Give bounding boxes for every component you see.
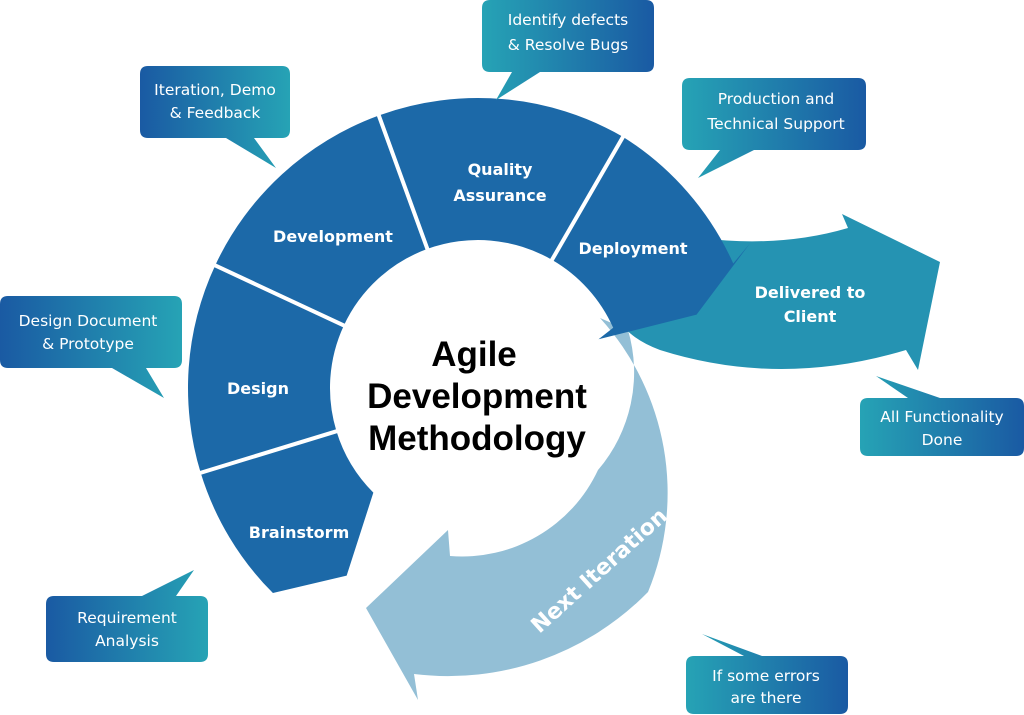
phase-label-development[interactable]: Development [273, 227, 393, 246]
title-line-3: Methodology [368, 419, 586, 458]
callout-some-errors: If some errors are there [686, 634, 848, 714]
callout-production-support: Production and Technical Support [682, 78, 866, 178]
next-iteration-arrow: Next Iteration [366, 318, 673, 700]
callout-all-functionality-line-1: All Functionality [880, 408, 1003, 426]
next-iteration-arrow-shape [366, 318, 668, 700]
phase-segment-design[interactable] [187, 265, 344, 473]
callout-some-errors-line-1: If some errors [712, 667, 820, 685]
phase-divider [549, 134, 626, 263]
phase-segment-development[interactable] [215, 115, 428, 326]
callout-identify-defects: Identify defects & Resolve Bugs [482, 0, 654, 100]
callout-design-document-line-1: Design Document [19, 312, 158, 330]
delivered-label-line-2: Client [784, 307, 837, 326]
callout-production-support-line-1: Production and [718, 90, 835, 108]
callout-iteration-demo-shape [140, 66, 290, 168]
callout-requirement-analysis-line-1: Requirement [77, 609, 177, 627]
phase-segment-quality-assurance[interactable] [378, 97, 623, 260]
callout-iteration-demo: Iteration, Demo & Feedback [140, 66, 290, 168]
callout-some-errors-shape [686, 634, 848, 714]
delivered-label-line-1: Delivered to [755, 283, 866, 302]
phase-divider [376, 112, 430, 252]
callout-all-functionality-shape [860, 376, 1024, 456]
callout-production-support-line-2: Technical Support [706, 115, 844, 133]
phase-divider [212, 262, 347, 329]
callout-identify-defects-line-1: Identify defects [508, 11, 628, 29]
callout-all-functionality-line-2: Done [922, 431, 963, 449]
callout-iteration-demo-line-1: Iteration, Demo [154, 81, 276, 99]
phase-labels: Brainstorm Design Development Quality As… [227, 160, 688, 542]
callout-design-document: Design Document & Prototype [0, 296, 182, 398]
callout-production-support-shape [682, 78, 866, 178]
callout-some-errors-line-2: are there [731, 689, 802, 707]
phase-divider [198, 428, 339, 476]
callout-iteration-demo-line-2: & Feedback [170, 104, 261, 122]
phase-label-qa-line-1[interactable]: Quality [468, 160, 533, 179]
callout-identify-defects-shape [482, 0, 654, 100]
phase-segment-brainstorm[interactable] [200, 431, 374, 594]
phase-segment-deployment[interactable] [552, 136, 750, 340]
center-title: Agile Development Methodology [367, 335, 587, 458]
callout-requirement-analysis-shape [46, 570, 208, 662]
phase-label-deployment[interactable]: Deployment [578, 239, 687, 258]
callout-identify-defects-line-2: & Resolve Bugs [508, 36, 629, 54]
phase-ring [187, 97, 750, 594]
phase-label-design[interactable]: Design [227, 379, 289, 398]
callout-design-document-line-2: & Prototype [42, 335, 134, 353]
callout-requirement-analysis-line-2: Analysis [95, 632, 159, 650]
title-line-2: Development [367, 377, 587, 416]
callout-requirement-analysis: Requirement Analysis [46, 570, 208, 662]
callout-all-functionality: All Functionality Done [860, 376, 1024, 456]
phase-label-brainstorm[interactable]: Brainstorm [249, 523, 349, 542]
phase-label-qa-line-2[interactable]: Assurance [453, 186, 546, 205]
title-line-1: Agile [431, 335, 517, 374]
callout-design-document-shape [0, 296, 182, 398]
